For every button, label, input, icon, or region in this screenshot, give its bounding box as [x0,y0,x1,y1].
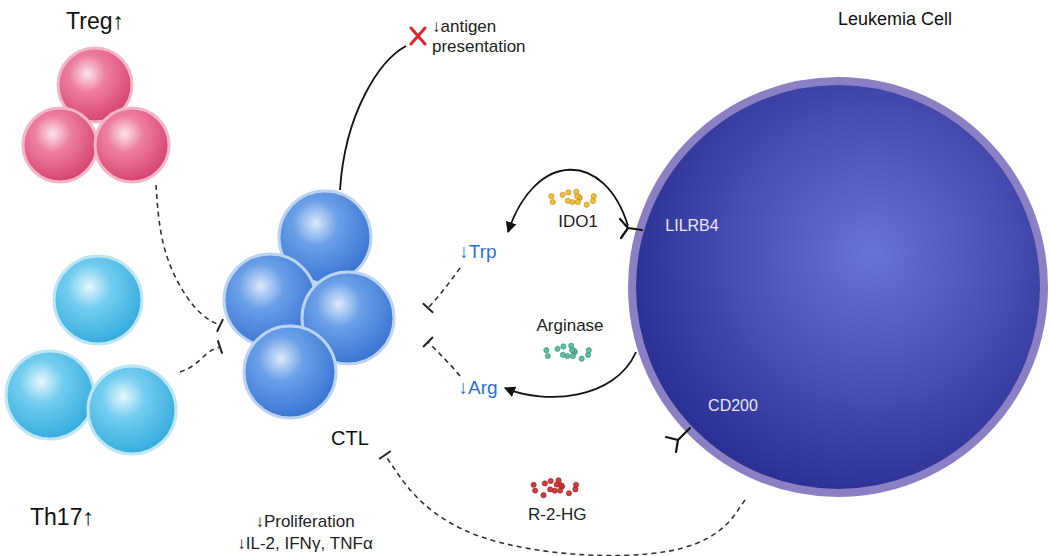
ido1-arrow [508,170,628,232]
text-slot: Treg↑ [66,8,124,36]
molecule-dot [569,347,574,352]
cell-type-label: CTL [331,426,369,450]
cell-shape [220,185,400,455]
inhibition-connector [156,185,220,325]
th17-cluster: Th17↑ [0,252,180,540]
molecule-dot [533,488,538,493]
effect-note: ↓antigen presentation [432,17,550,58]
molecule-dot [565,353,570,358]
molecule-dot [531,482,536,487]
cell-body [23,108,97,182]
arginase-arrow [505,352,636,397]
cell-body [95,108,169,182]
molecule-dot [566,190,571,195]
molecule-dot [552,488,557,493]
text-slot: Th17↑ [30,504,94,532]
enzyme-label: Arginase [536,316,603,336]
molecule-dot [545,353,550,358]
arg-inhibition [428,342,460,376]
molecule-dots [544,343,592,361]
molecule-dot [550,199,555,204]
receptor-symbol [620,219,642,238]
enzyme-label: IDO1 [558,212,598,232]
text-slot: ↓Trp [459,241,496,264]
molecule-dot [570,199,575,204]
molecule-dot [554,482,559,487]
cell-body [54,256,142,344]
cell-type-label: Treg↑ [66,8,124,36]
metabolite-label: R-2-HG [528,504,587,524]
treg-cluster: Treg↑ [20,5,180,185]
molecule-dot [584,202,589,207]
text-slot: CTL [331,426,369,450]
cell-body [88,366,176,454]
inhibition-connector [180,347,220,372]
molecule-dot [560,192,565,197]
metabolite-label: ↓Trp [459,241,496,264]
receptor-symbol [666,428,690,452]
molecule-dot [555,346,560,351]
molecule-dot [573,487,578,492]
text-slot: ↓Proliferation [255,512,354,532]
text-slot: IDO1 [558,212,598,232]
molecule-dot [585,352,590,357]
molecule-dot [544,348,549,353]
effect-note: ↓Proliferation [255,512,354,532]
cell-body [632,81,1044,493]
molecule-dot [566,491,571,496]
block-cross [411,28,425,44]
molecule-dot [541,493,546,498]
cell-shape [0,252,180,540]
ctl-cluster: CTL [220,185,400,455]
metabolite-label: ↓Arg [458,377,497,400]
effect-note: ↓IL-2, IFNγ, TNFα [237,534,372,554]
receptor-label: LILRB4 [665,216,718,235]
cell-type-label: Th17↑ [30,504,94,532]
text-slot: ↓Arg [458,377,497,400]
text-slot: CD200 [708,396,758,415]
molecule-dot [573,482,578,487]
molecule-dot [542,481,547,486]
molecule-dot [586,348,591,353]
cell-shape [625,5,1050,500]
trp-inhibition [428,268,460,308]
molecule-dot [558,488,563,493]
molecule-dot [561,344,566,349]
text-slot: R-2-HG [528,504,587,524]
text-slot: ↓antigen presentation [432,17,550,58]
metabolite-dots [531,189,596,498]
text-slot: ↓IL-2, IFNγ, TNFα [237,534,372,554]
receptor-label: CD200 [708,396,758,415]
molecule-dot [591,194,596,199]
molecule-dot [549,194,554,199]
antigen-presentation-arrow [340,46,406,190]
text-slot: LILRB4 [665,216,718,235]
molecule-dot [575,199,580,204]
cell-title: Leukemia Cell [838,9,952,31]
inhibition-connector [385,455,745,556]
cell-body [6,351,94,439]
molecule-dot [570,353,575,358]
text-slot: Arginase [536,316,603,336]
molecule-dot [574,193,579,198]
molecule-dots [531,478,579,498]
leukemia-cell: Leukemia CellLILRB4CD200 [625,5,1050,500]
cell-body [244,326,336,418]
molecule-dot [548,478,553,483]
molecule-dot [579,356,584,361]
text-slot: Leukemia Cell [838,9,952,31]
molecule-dot [590,198,595,203]
molecule-dots [549,189,597,207]
